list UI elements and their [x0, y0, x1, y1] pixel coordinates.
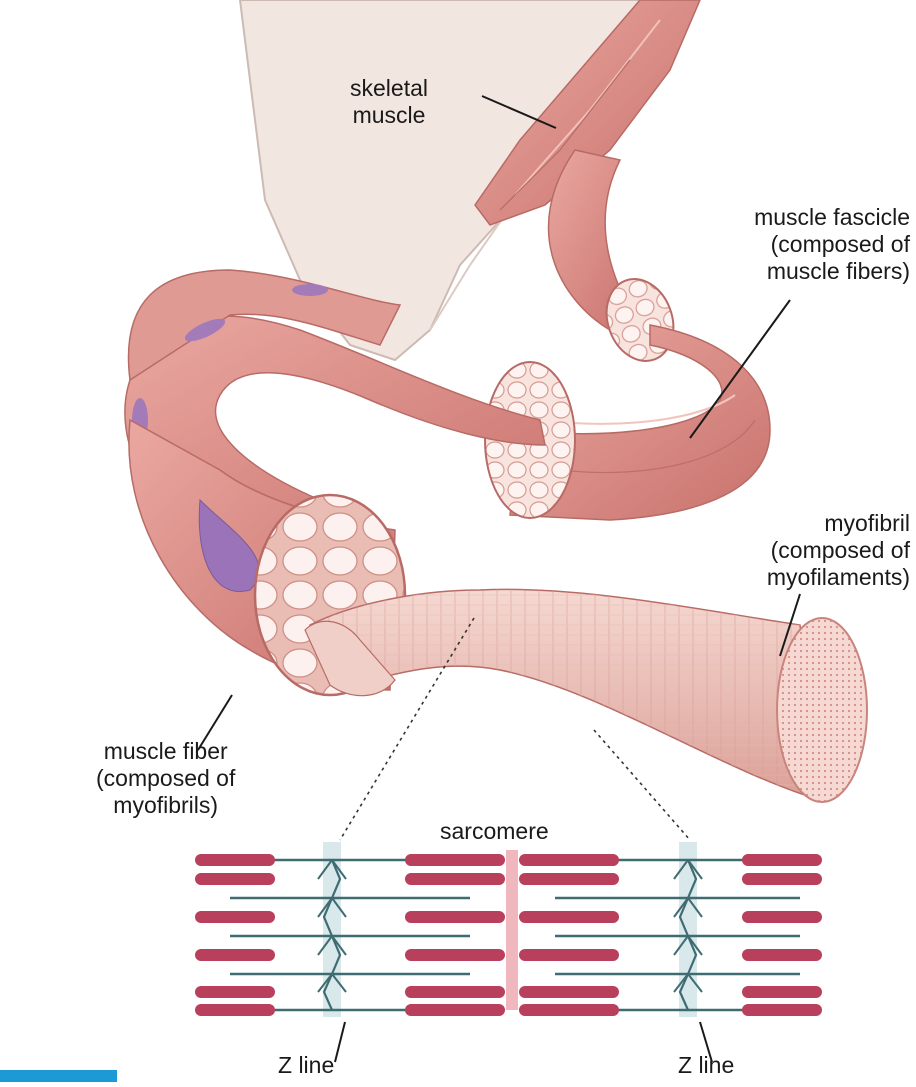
z-line-link	[687, 935, 703, 956]
myosin-filament	[742, 949, 822, 961]
z-line-link	[331, 935, 347, 956]
sarcomere-diagram	[195, 842, 822, 1017]
label-sarcomere: sarcomere	[440, 818, 549, 844]
z-line-link	[331, 973, 347, 993]
myosin-filament	[519, 1004, 619, 1016]
myosin-filament	[742, 911, 822, 923]
label-muscle-fiber: muscle fiber (composed of myofibrils)	[96, 738, 235, 819]
myosin-filament	[195, 873, 275, 885]
m-band	[506, 850, 518, 1010]
label-line: (composed of	[96, 765, 236, 791]
z-line-link	[317, 935, 333, 956]
myosin-filament	[742, 986, 822, 998]
z-line-link	[673, 897, 689, 918]
label-myofibril: myofibril (composed of myofilaments)	[767, 510, 910, 591]
label-line: (composed of	[770, 231, 910, 257]
myosin-filament	[519, 949, 619, 961]
label-line: muscle fascicle	[754, 204, 910, 230]
myosin-filament	[519, 854, 619, 866]
z-line-link	[687, 973, 703, 993]
label-z-line-right: Z line	[678, 1052, 735, 1078]
z-line-link	[687, 897, 703, 918]
myosin-filament	[195, 949, 275, 961]
z-line-link	[687, 859, 703, 880]
label-line: myofibrils)	[113, 792, 219, 818]
corner-accent-bar	[0, 1070, 117, 1082]
myosin-filament	[195, 986, 275, 998]
myosin-filament	[405, 986, 505, 998]
myosin-filament	[195, 911, 275, 923]
z-line-link	[317, 897, 333, 918]
zoom-lines	[339, 617, 691, 841]
label-z-line-left: Z line	[278, 1052, 335, 1078]
z-line-link	[331, 897, 347, 918]
z-line-link	[317, 973, 333, 993]
myosin-filament	[405, 1004, 505, 1016]
label-line: (composed of	[770, 537, 910, 563]
label-skeletal-muscle: skeletal muscle	[350, 75, 428, 129]
z-line-link	[317, 859, 333, 880]
myosin-filament	[405, 854, 505, 866]
z-line-link	[673, 859, 689, 880]
z-line-link	[673, 935, 689, 956]
myosin-filament	[519, 911, 619, 923]
label-line: muscle	[352, 102, 426, 128]
myosin-filament	[405, 873, 505, 885]
label-muscle-fascicle: muscle fascicle (composed of muscle fibe…	[754, 204, 910, 285]
label-line: myofibril	[824, 510, 910, 536]
leader-lines	[197, 95, 801, 1063]
z-line-link	[331, 859, 347, 880]
label-line: skeletal	[350, 75, 428, 101]
z-line-link	[673, 973, 689, 993]
myosin-filament	[195, 854, 275, 866]
myosin-filament	[405, 911, 505, 923]
label-line: muscle fibers)	[766, 258, 910, 284]
myosin-filament	[405, 949, 505, 961]
myosin-filament	[742, 1004, 822, 1016]
label-line: muscle fiber	[103, 738, 228, 764]
myofibril	[304, 588, 868, 803]
skeletal-muscle	[474, 0, 701, 226]
myosin-filament	[519, 986, 619, 998]
label-line: myofilaments)	[766, 564, 910, 590]
myosin-filament	[742, 873, 822, 885]
myosin-filament	[519, 873, 619, 885]
myosin-filament	[195, 1004, 275, 1016]
myosin-filament	[742, 854, 822, 866]
